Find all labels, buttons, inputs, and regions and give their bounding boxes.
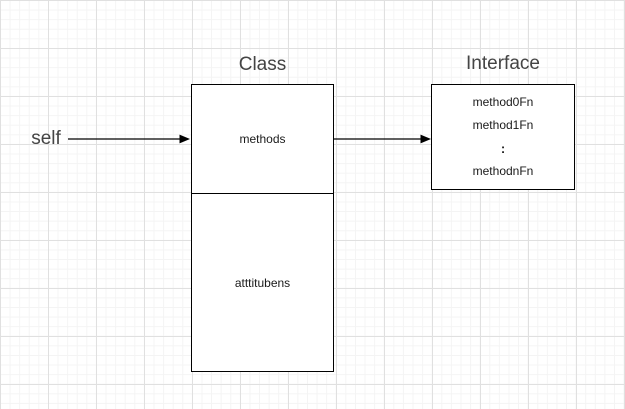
class-box[interactable]: methods atttitubens: [191, 84, 334, 372]
interface-method-1: method1Fn: [472, 118, 534, 132]
class-section-attributes[interactable]: atttitubens: [192, 193, 333, 371]
interface-method-0: method0Fn: [472, 95, 534, 109]
attributes-label: atttitubens: [234, 275, 291, 290]
self-label[interactable]: self: [31, 128, 61, 149]
interface-box-title[interactable]: Interface: [466, 53, 540, 74]
interface-method-n: methodnFn: [472, 164, 534, 178]
methods-label: methods: [239, 132, 286, 146]
ellipsis-dots: :: [500, 141, 506, 156]
class-box-title[interactable]: Class: [238, 54, 287, 75]
interface-box[interactable]: method0Fn method1Fn : methodnFn: [431, 84, 575, 190]
arrow-self-to-class[interactable]: [68, 134, 190, 144]
class-section-methods[interactable]: methods: [192, 85, 333, 193]
